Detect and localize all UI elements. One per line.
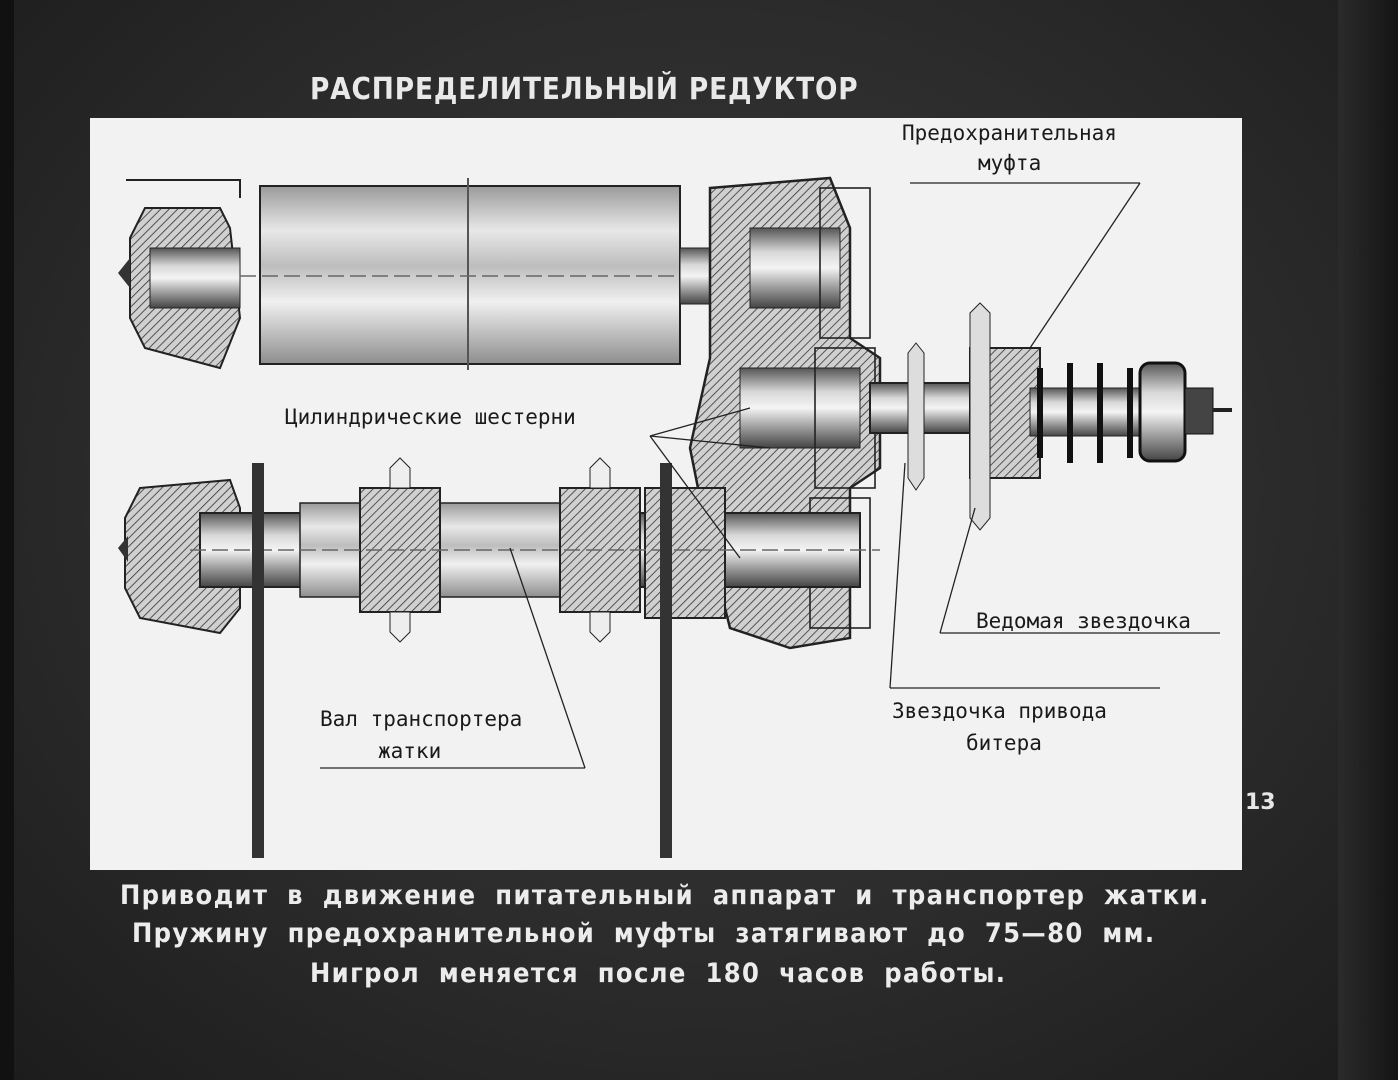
label-safety-clutch-line1: Предохранительная — [902, 121, 1117, 145]
label-safety-clutch-line2: муфта — [978, 151, 1042, 175]
output-shaft-assembly — [869, 302, 1232, 531]
label-beater-sprocket-line1: Звездочка привода — [892, 699, 1107, 723]
caption-line-3: Нигрол меняется после 180 часов работы. — [310, 958, 1007, 989]
film-edge-right — [1338, 0, 1398, 1080]
label-cylindrical-gears: Цилиндрические шестерни — [285, 405, 576, 429]
page-number: 13 — [1245, 790, 1276, 815]
caption-line-1: Приводит в движение питательный аппарат … — [120, 880, 1210, 911]
upper-drum-assembly — [118, 178, 731, 370]
label-conveyor-shaft-line2: жатки — [378, 739, 442, 763]
label-conveyor-shaft-line1: Вал транспортера — [320, 707, 523, 731]
label-driven-sprocket: Ведомая звездочка — [976, 609, 1191, 633]
leader-lines — [320, 182, 1220, 769]
diagram-board: Предохранительная муфта Цилиндрические ш… — [90, 118, 1242, 870]
caption-line-2: Пружину предохранительной муфты затягива… — [132, 918, 1156, 949]
slide-title: РАСПРЕДЕЛИТЕЛЬНЫЙ РЕДУКТОР — [310, 72, 859, 107]
film-edge-left — [0, 0, 14, 1080]
gearbox-drawing — [118, 176, 1232, 858]
label-beater-sprocket-line2: битера — [966, 731, 1042, 755]
lower-conveyor-shaft — [118, 457, 880, 858]
